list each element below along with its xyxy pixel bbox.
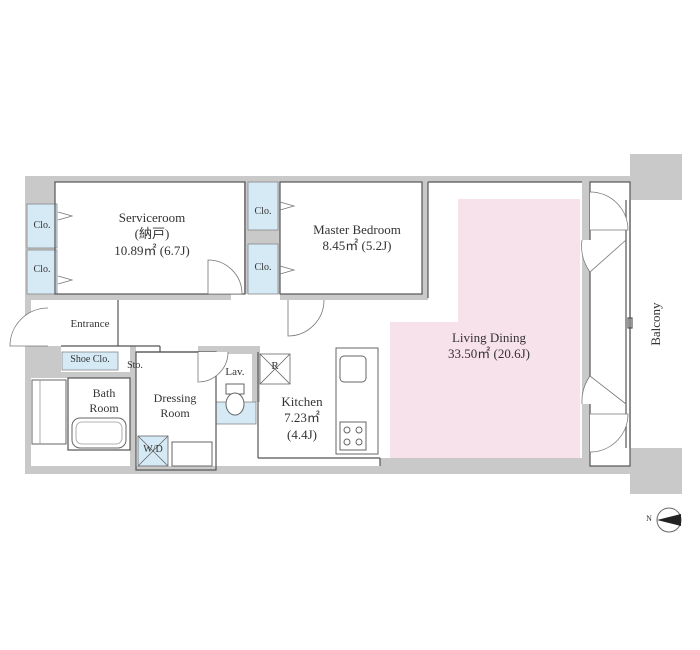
serviceroom-sub: (納戸): [134, 226, 170, 242]
kitchen-label: Kitchen 7.23㎡ (4.4J): [270, 394, 334, 443]
doors: [9, 191, 629, 453]
bathtub-inner: [75, 421, 123, 445]
kitchen-name: Kitchen: [281, 394, 323, 409]
dressing-room-name: Dressing: [153, 391, 197, 405]
compass-label: N: [646, 514, 652, 523]
master-bedroom-label: Master Bedroom 8.45㎡ (5.2J): [296, 222, 418, 255]
entrance-label: Entrance: [70, 318, 110, 330]
kitchen-area-j: (4.4J): [287, 426, 317, 442]
closet-label-3: Clo.: [254, 206, 272, 217]
compass-icon: [656, 507, 682, 533]
balcony-label: Balcony: [647, 302, 663, 346]
master-bedroom-name: Master Bedroom: [313, 222, 401, 237]
closet-marks: [57, 201, 296, 285]
interior-walls: [54, 181, 633, 471]
bath-room-name2: Room: [89, 401, 119, 415]
bath-room-label: Bath Room: [76, 386, 132, 416]
closet-label-4: Clo.: [254, 262, 272, 273]
bath-room-name: Bath: [92, 386, 116, 400]
kitchen-area: 7.23㎡: [284, 410, 320, 426]
toilet: [225, 383, 245, 416]
shoe-closet-label: Shoe Clo.: [70, 354, 110, 365]
living-dining-zone: [390, 199, 580, 458]
kitchen-counter: [335, 347, 379, 455]
vanity: [171, 441, 213, 467]
dressing-room-label: Dressing Room: [142, 391, 208, 421]
serviceroom-name: Serviceroom: [118, 210, 186, 225]
bathtub: [71, 417, 127, 449]
washer-label: W/D: [143, 444, 163, 455]
dressing-room-name2: Room: [160, 406, 190, 420]
master-bedroom-area: 8.45㎡ (5.2J): [322, 238, 392, 254]
living-dining-area: 33.50㎡ (20.6J): [448, 346, 530, 362]
refrigerator-space: [259, 353, 291, 385]
closet-label-1: Clo.: [33, 220, 51, 231]
washer-space: [137, 435, 169, 467]
storage-label: Sto.: [127, 360, 143, 371]
bath-window-box: [31, 379, 67, 445]
serviceroom-label: Serviceroom (納戸) 10.89㎡ (6.7J): [100, 210, 204, 259]
refrigerator-label: R: [271, 360, 279, 372]
closet-label-2: Clo.: [33, 264, 51, 275]
serviceroom-area: 10.89㎡ (6.7J): [114, 242, 190, 258]
closets: [26, 181, 279, 425]
living-dining-name: Living Dining: [451, 330, 527, 345]
lavatory-label: Lav.: [225, 366, 245, 378]
living-dining-label: Living Dining 33.50㎡ (20.6J): [424, 330, 554, 363]
